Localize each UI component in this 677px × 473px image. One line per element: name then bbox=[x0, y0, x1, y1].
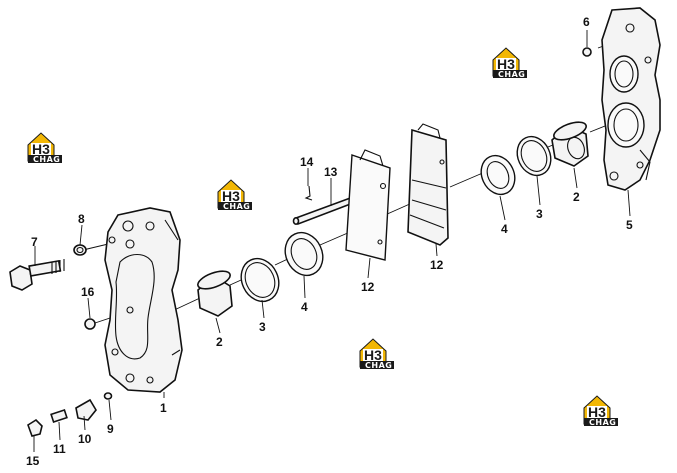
callout-labels: 1 2 3 4 12 12 4 3 2 5 6 7 8 9 10 11 15 1… bbox=[26, 15, 633, 468]
watermark-logo: H3 CHAG bbox=[359, 338, 395, 370]
svg-text:H3: H3 bbox=[222, 188, 240, 204]
bolt-7 bbox=[9, 259, 65, 291]
watermark-logo: H3 CHAG bbox=[492, 47, 528, 79]
callout-14: 14 bbox=[300, 155, 314, 169]
leader-lines bbox=[33, 30, 631, 452]
callout-9: 9 bbox=[107, 422, 114, 436]
callout-2-right: 2 bbox=[573, 190, 580, 204]
callout-12-right: 12 bbox=[430, 258, 444, 272]
washer-8 bbox=[73, 244, 87, 256]
brake-pad-12-left bbox=[345, 149, 391, 261]
caliper-housing-left bbox=[104, 207, 183, 393]
seal-ring-9 bbox=[103, 392, 113, 400]
watermark-logo: H3 CHAG bbox=[27, 132, 63, 164]
callout-3-left: 3 bbox=[259, 320, 266, 334]
caliper-housing-right bbox=[601, 7, 661, 191]
svg-text:CHAG: CHAG bbox=[223, 202, 250, 211]
svg-text:CHAG: CHAG bbox=[33, 155, 60, 164]
callout-13: 13 bbox=[324, 165, 338, 179]
callout-1: 1 bbox=[160, 401, 167, 415]
svg-text:H3: H3 bbox=[364, 347, 382, 363]
dust-boot-4-left bbox=[284, 231, 324, 277]
callout-15: 15 bbox=[26, 454, 40, 468]
bleeder-screw-11 bbox=[50, 409, 68, 423]
dust-boot-4-right bbox=[480, 154, 516, 196]
callout-12-left: 12 bbox=[361, 280, 375, 294]
callout-5: 5 bbox=[626, 218, 633, 232]
svg-text:H3: H3 bbox=[32, 141, 50, 157]
seal-3-right bbox=[516, 135, 552, 177]
callout-4-right: 4 bbox=[501, 222, 508, 236]
callout-11: 11 bbox=[53, 442, 66, 456]
watermark-logo: H3 CHAG bbox=[217, 179, 253, 211]
brake-pad-12-right bbox=[407, 123, 449, 246]
callout-10: 10 bbox=[78, 432, 92, 446]
callout-4-left: 4 bbox=[301, 300, 308, 314]
seal-3-left bbox=[240, 257, 280, 303]
callout-2-left: 2 bbox=[216, 335, 223, 349]
seal-6 bbox=[582, 47, 592, 57]
svg-text:CHAG: CHAG bbox=[365, 361, 392, 370]
callout-3-right: 3 bbox=[536, 207, 543, 221]
callout-8: 8 bbox=[78, 212, 85, 226]
piston-2-right bbox=[551, 121, 589, 167]
svg-text:H3: H3 bbox=[588, 404, 606, 420]
callout-7: 7 bbox=[31, 235, 38, 249]
bleeder-cap-15 bbox=[27, 418, 43, 437]
svg-text:H3: H3 bbox=[497, 56, 515, 72]
callout-16: 16 bbox=[81, 285, 95, 299]
callout-6: 6 bbox=[583, 15, 590, 29]
svg-text:CHAG: CHAG bbox=[589, 418, 616, 427]
piston-2-left bbox=[197, 270, 233, 317]
svg-text:CHAG: CHAG bbox=[498, 70, 525, 79]
watermark-logo: H3 CHAG bbox=[583, 395, 619, 427]
adapter-10 bbox=[75, 398, 97, 421]
plug-16 bbox=[84, 318, 96, 330]
retaining-spring-14 bbox=[304, 185, 313, 201]
